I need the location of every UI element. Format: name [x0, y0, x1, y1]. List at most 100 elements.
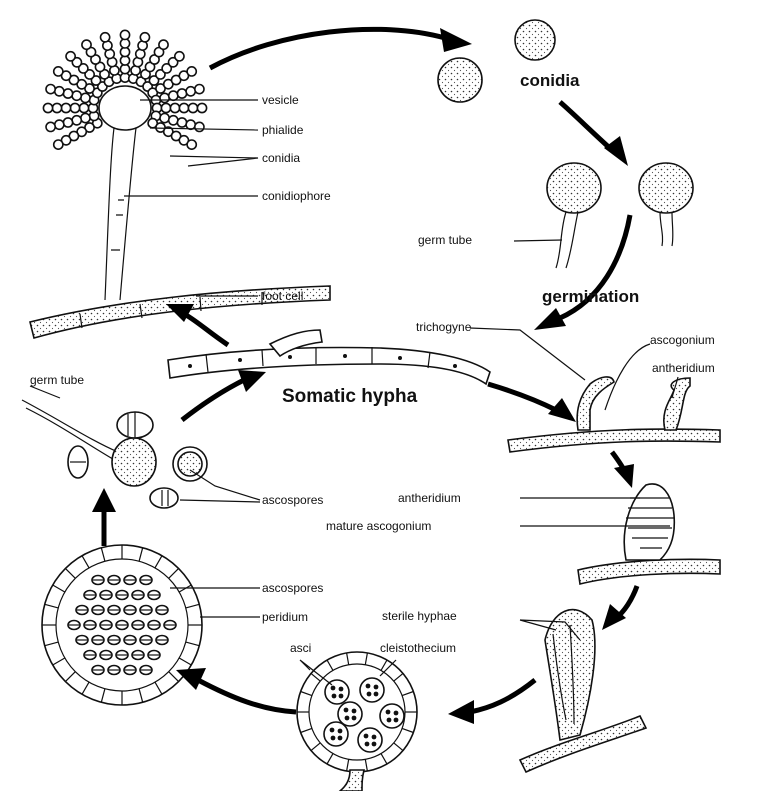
- ascospore: [344, 708, 349, 713]
- conidium: [159, 40, 168, 49]
- conidium: [160, 114, 169, 123]
- ascospore: [372, 742, 377, 747]
- label-germ-tube-left: germ tube: [30, 373, 84, 387]
- conidium: [160, 93, 169, 102]
- conidium: [197, 103, 206, 112]
- label-antheridium-top: antheridium: [652, 361, 715, 375]
- ascospore: [332, 694, 337, 699]
- label-trichogyne: trichogyne: [416, 320, 472, 334]
- arrow-mature-to-development-head: [602, 604, 626, 630]
- conidium: [187, 67, 196, 76]
- conidium: [120, 30, 129, 39]
- label-mature-ascogonium: mature ascogonium: [326, 519, 431, 533]
- ascospore: [386, 710, 391, 715]
- label-cleistothecium: cleistothecium: [380, 641, 456, 655]
- arrow-cleistothecium-to-ascocarp: [198, 680, 296, 712]
- conidium: [63, 89, 72, 98]
- ascospore: [345, 716, 350, 721]
- label-ascogonium: ascogonium: [650, 333, 715, 347]
- ascogonium-antheridium-illustration: [508, 377, 720, 452]
- ascus: [360, 678, 384, 702]
- conidium: [52, 103, 61, 112]
- ascus: [324, 722, 348, 746]
- arrow-hypha-to-conidiophore: [186, 315, 228, 345]
- ascospore: [338, 729, 343, 734]
- arrow-ascocarp-to-ascospores-head: [92, 488, 116, 512]
- conidium: [177, 89, 186, 98]
- label-ascospores-bottom: ascospores: [262, 581, 323, 595]
- conidium: [170, 103, 179, 112]
- ascospore: [352, 716, 357, 721]
- ascospore: [374, 692, 379, 697]
- ascospore: [366, 684, 371, 689]
- ascospore: [330, 728, 335, 733]
- label-sterile-hyphae: sterile hyphae: [382, 609, 457, 623]
- conidium: [175, 52, 184, 61]
- conidium: [169, 91, 178, 100]
- ascospores-illustration: [22, 400, 207, 508]
- conidium: [195, 122, 204, 131]
- label-vesicle: vesicle: [262, 93, 299, 107]
- conidium: [63, 118, 72, 127]
- conidium: [140, 33, 149, 42]
- arrow-ascospore-to-hypha: [182, 380, 244, 420]
- conidium: [61, 103, 70, 112]
- conidium: [188, 103, 197, 112]
- label-peridium: peridium: [262, 610, 308, 624]
- label-foot-cell: foot cell: [262, 289, 303, 303]
- conidium: [54, 67, 63, 76]
- stage-somatic-hypha: Somatic hypha: [282, 386, 418, 407]
- ascospore: [387, 718, 392, 723]
- conidium: [179, 103, 188, 112]
- arrow-conidia-to-germination-head: [604, 136, 628, 166]
- ascus: [380, 704, 404, 728]
- ascospore: [372, 735, 377, 740]
- arrow-germination-to-trichogyne-head: [534, 308, 566, 330]
- arrow-ascospore-to-hypha-head: [238, 370, 266, 392]
- conidium: [81, 93, 90, 102]
- label-antheridium-mid: antheridium: [398, 491, 461, 505]
- conidium: [43, 103, 52, 112]
- ascocarp-illustration: [42, 545, 202, 705]
- arrow-to-conidia: [210, 29, 445, 68]
- stage-germination: germination: [542, 287, 639, 306]
- label-asci: asci: [290, 641, 311, 655]
- arrow-to-conidia-head: [440, 28, 472, 52]
- conidium: [169, 116, 178, 125]
- label-ascospores-top: ascospores: [262, 493, 323, 507]
- arrow-hypha-to-sexual: [488, 384, 556, 410]
- arrow-conidia-to-germination: [560, 102, 612, 150]
- arrow-hypha-to-sexual-head: [548, 398, 576, 422]
- conidium: [54, 140, 63, 149]
- ascus: [325, 680, 349, 704]
- conidium: [82, 40, 91, 49]
- cleistothecium-illustration: [297, 652, 417, 791]
- ascospore: [352, 709, 357, 714]
- conidium: [177, 118, 186, 127]
- ascospore: [338, 736, 343, 741]
- ascospore: [374, 685, 379, 690]
- arrow-sexual-to-mature-head: [614, 464, 634, 488]
- ascus: [358, 728, 382, 752]
- ascospore: [394, 711, 399, 716]
- ascospore: [365, 742, 370, 747]
- label-germ-tube-right: germ tube: [418, 233, 472, 247]
- ascospore: [364, 734, 369, 739]
- conidium: [66, 52, 75, 61]
- arrow-development-to-cleistothecium-head: [448, 700, 474, 724]
- label-conidiophore: conidiophore: [262, 189, 331, 203]
- conidium: [72, 91, 81, 100]
- ascospore: [331, 736, 336, 741]
- ascospore: [394, 718, 399, 723]
- mature-ascogonium-illustration: [578, 484, 720, 584]
- ascospore: [331, 686, 336, 691]
- stage-conidia: conidia: [520, 71, 580, 90]
- ascus: [338, 702, 362, 726]
- ascospore: [367, 692, 372, 697]
- ascospore: [339, 687, 344, 692]
- conidium: [72, 116, 81, 125]
- ascospore: [339, 694, 344, 699]
- cleistothecium-development-illustration: [520, 610, 646, 772]
- conidium: [195, 85, 204, 94]
